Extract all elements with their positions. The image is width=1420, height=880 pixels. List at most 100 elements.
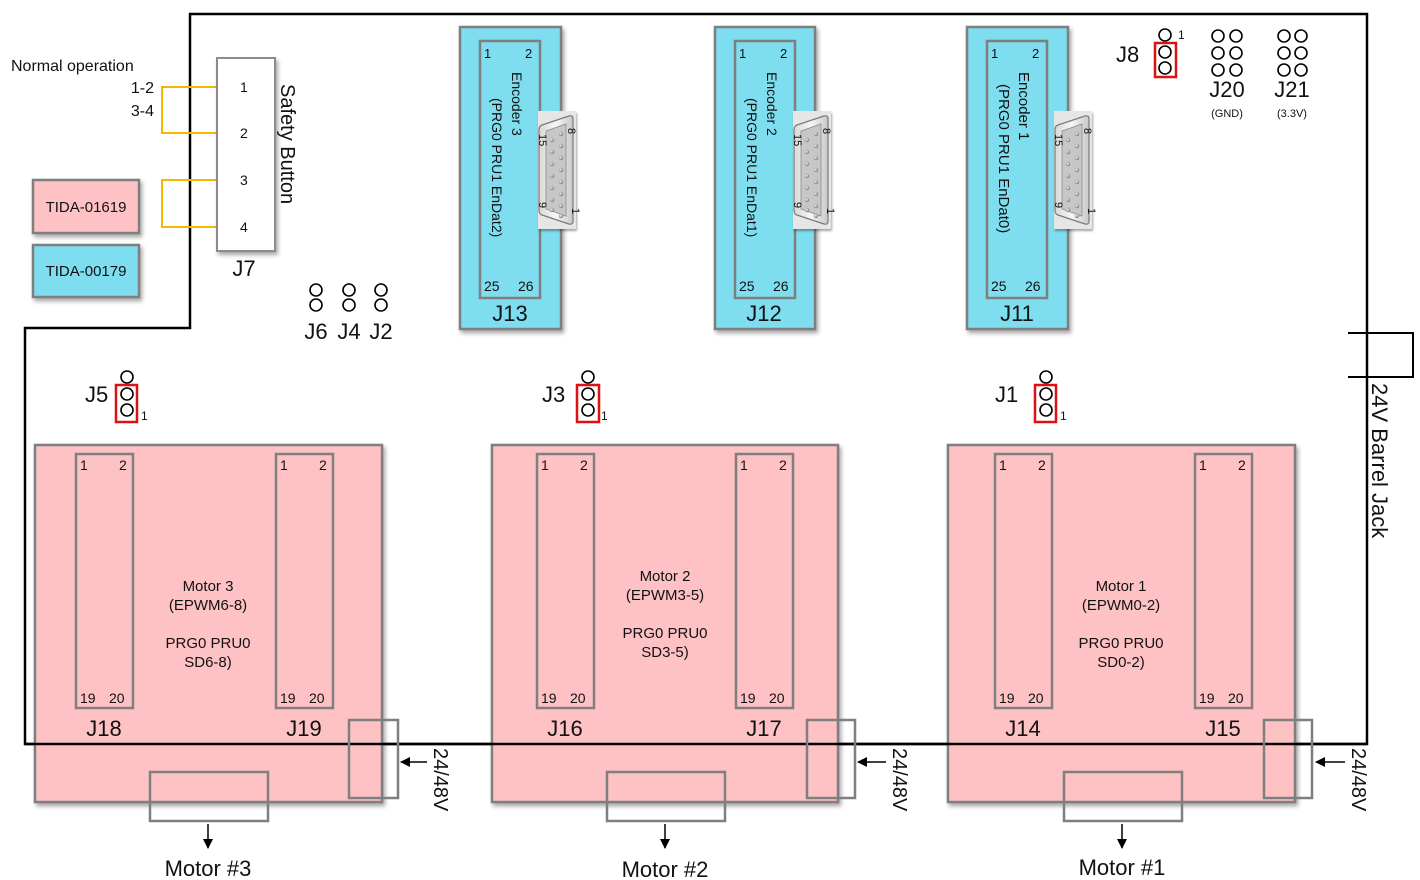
j11-db-pin-15: 15 bbox=[1052, 134, 1064, 146]
jumper-j5 bbox=[114, 370, 139, 424]
j11-pin-26: 26 bbox=[1025, 278, 1041, 294]
j12-db-pin-8: 8 bbox=[820, 128, 832, 134]
motor-1-power-connector bbox=[1262, 718, 1314, 800]
j12-db-pin-1: 1 bbox=[824, 208, 836, 214]
motor-1-board: 1 2 19 20 1 2 19 20 Motor 1 (EPWM0-2) PR… bbox=[946, 443, 1297, 804]
j12-pin-26: 26 bbox=[773, 278, 789, 294]
j15-pin-20: 20 bbox=[1228, 690, 1244, 706]
normal-operation-pair1: 1-2 bbox=[131, 80, 154, 97]
j13-pin-1: 1 bbox=[484, 46, 491, 61]
tida-01619-label: TIDA-01619 bbox=[46, 199, 127, 216]
j18-pin-19: 19 bbox=[80, 690, 96, 706]
motor-1-output-connector bbox=[1062, 770, 1184, 823]
barrel-jack-label: 24V Barrel Jack bbox=[1367, 383, 1392, 539]
j7-pin-2: 2 bbox=[240, 125, 248, 141]
motor-1-pru: PRG0 PRU0 bbox=[1078, 635, 1163, 652]
j14-label: J14 bbox=[1005, 716, 1040, 741]
j3-pin1-label: 1 bbox=[601, 409, 608, 423]
header-j20 bbox=[1211, 29, 1243, 77]
j1-pin1-label: 1 bbox=[1060, 409, 1067, 423]
j16-pin-19: 19 bbox=[541, 690, 557, 706]
j13-db-pin-1: 1 bbox=[569, 208, 581, 214]
j20-label: J20 bbox=[1209, 77, 1244, 102]
header-j21 bbox=[1277, 29, 1308, 77]
j16-pin-20: 20 bbox=[570, 690, 586, 706]
j14-pin-19: 19 bbox=[999, 690, 1015, 706]
encoder-1-sub: (PRG0 PRU1 EnDat0) bbox=[995, 84, 1012, 233]
jumper-wire-3-4 bbox=[161, 179, 232, 228]
j6-label: J6 bbox=[304, 319, 327, 344]
motor-2-sd: SD3-5) bbox=[641, 644, 689, 661]
j16-pin-1: 1 bbox=[541, 457, 549, 473]
j19-pin-1: 1 bbox=[280, 457, 288, 473]
j12-db-pin-15: 15 bbox=[791, 134, 803, 146]
j11-db-pin-8: 8 bbox=[1081, 128, 1093, 134]
normal-operation-pair2: 3-4 bbox=[131, 103, 154, 120]
motor-3-pru: PRG0 PRU0 bbox=[165, 635, 250, 652]
j19-pin-19: 19 bbox=[280, 690, 296, 706]
j12-pin-25: 25 bbox=[739, 278, 755, 294]
motor-2-board: 1 2 19 20 1 2 19 20 Motor 2 (EPWM3-5) PR… bbox=[490, 443, 840, 804]
j18-pin-20: 20 bbox=[109, 690, 125, 706]
motor-2-power-connector bbox=[805, 718, 857, 800]
j3-label: J3 bbox=[542, 382, 565, 407]
motor-2-power-label: 24/48V bbox=[888, 748, 910, 812]
jumper-j1 bbox=[1033, 370, 1058, 424]
encoder-3-sub: (PRG0 PRU1 EnDat2) bbox=[489, 98, 505, 237]
j21-note: (3.3V) bbox=[1277, 108, 1307, 120]
j12-db-pin-9: 9 bbox=[791, 202, 803, 208]
j18-pin-1: 1 bbox=[80, 457, 88, 473]
j18-pin-2: 2 bbox=[119, 457, 127, 473]
j2-label: J2 bbox=[369, 319, 392, 344]
motor-3-power-label: 24/48V bbox=[429, 748, 451, 812]
safety-button-connector bbox=[216, 57, 276, 252]
j16-pin-2: 2 bbox=[580, 457, 588, 473]
normal-operation-title: Normal operation bbox=[11, 58, 134, 75]
tida-00179-label: TIDA-00179 bbox=[46, 263, 127, 280]
j14-pin-1: 1 bbox=[999, 457, 1007, 473]
j11-pin-25: 25 bbox=[991, 278, 1007, 294]
motor-2-output-label: Motor #2 bbox=[622, 857, 709, 880]
j7-pin-3: 3 bbox=[240, 172, 248, 188]
jumper-j3 bbox=[575, 370, 601, 424]
j14-pin-20: 20 bbox=[1028, 690, 1044, 706]
j15-pin-1: 1 bbox=[1199, 457, 1207, 473]
j19-label: J19 bbox=[286, 716, 321, 741]
j17-pin-1: 1 bbox=[740, 457, 748, 473]
j12-pin-2: 2 bbox=[780, 46, 787, 61]
j13-db-pin-9: 9 bbox=[536, 202, 548, 208]
j7-label: J7 bbox=[232, 256, 255, 281]
j12-pin-1: 1 bbox=[739, 46, 746, 61]
tida-01619-box bbox=[31, 178, 141, 235]
encoder-2-sub: (PRG0 PRU1 EnDat1) bbox=[744, 98, 760, 237]
motor-3-title: Motor 3 bbox=[183, 578, 234, 595]
jumper-j8 bbox=[1153, 28, 1178, 79]
j19-pin-2: 2 bbox=[319, 457, 327, 473]
j17-pin-2: 2 bbox=[779, 457, 787, 473]
j5-pin1-label: 1 bbox=[141, 409, 148, 423]
motor-3-sd: SD6-8) bbox=[184, 654, 232, 671]
motor-2-epwm: (EPWM3-5) bbox=[626, 587, 704, 604]
encoder-2-board: 1 2 25 26 Encoder 2 (PRG0 PRU1 EnDat1) 8… bbox=[713, 25, 836, 331]
j13-pin-25: 25 bbox=[484, 278, 500, 294]
motor-1-title: Motor 1 bbox=[1096, 578, 1147, 595]
motor-3-output-label: Motor #3 bbox=[165, 856, 252, 880]
j8-label: J8 bbox=[1116, 42, 1139, 67]
j7-pin-4: 4 bbox=[240, 219, 248, 235]
j13-pin-2: 2 bbox=[525, 46, 532, 61]
motor-2-pru: PRG0 PRU0 bbox=[622, 625, 707, 642]
j15-label: J15 bbox=[1205, 716, 1240, 741]
motor-2-output-connector bbox=[605, 770, 727, 823]
motor-3-board: 1 2 19 20 1 2 19 20 Motor 3 (EPWM6-8) PR… bbox=[33, 443, 384, 804]
encoder-1-board: 1 2 25 26 Encoder 1 (PRG0 PRU1 EnDat0) 8… bbox=[965, 25, 1097, 331]
jumper-j2 bbox=[374, 283, 388, 312]
jumper-wire-1-2 bbox=[161, 86, 232, 134]
motor-1-epwm: (EPWM0-2) bbox=[1082, 597, 1160, 614]
j15-pin-19: 19 bbox=[1199, 690, 1215, 706]
j14-pin-2: 2 bbox=[1038, 457, 1046, 473]
motor-2-title: Motor 2 bbox=[640, 568, 691, 585]
barrel-jack-outline bbox=[1348, 332, 1414, 378]
j15-pin-2: 2 bbox=[1238, 457, 1246, 473]
motor-1-power-label: 24/48V bbox=[1347, 748, 1369, 812]
